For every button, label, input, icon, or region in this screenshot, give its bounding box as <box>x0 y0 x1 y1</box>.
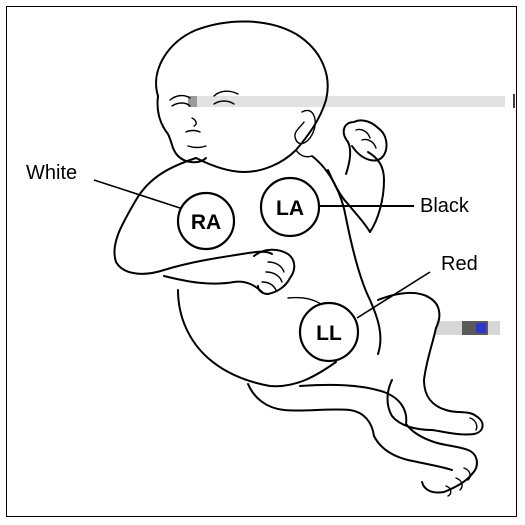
leader-line-white <box>94 180 180 208</box>
toe-upper <box>470 418 477 430</box>
wire-label-red: Red <box>441 253 478 275</box>
fist-finger-2 <box>362 139 376 148</box>
mouth <box>188 146 206 148</box>
electrode-ra-label: RA <box>191 211 221 234</box>
neck-fold <box>296 150 312 157</box>
hand-finger-2 <box>266 272 282 282</box>
hand-finger-1 <box>268 262 284 272</box>
left-eye <box>172 103 190 106</box>
scan-glitch-blue <box>476 323 486 333</box>
arm-upper <box>328 170 370 232</box>
scan-glitch-band-top <box>188 96 505 107</box>
electrode-ll-label: LL <box>316 322 342 345</box>
right-brow <box>214 91 238 96</box>
wire-label-white: White <box>26 162 77 184</box>
shin-upper <box>424 328 446 410</box>
shin-lower <box>374 436 452 470</box>
left-brow <box>170 96 190 100</box>
nose <box>192 118 196 126</box>
thigh-lower <box>248 384 374 436</box>
thigh-lower-top <box>300 385 406 424</box>
arm-inner <box>346 142 350 174</box>
fist-finger-1 <box>356 129 370 138</box>
hand-finger-3 <box>262 282 276 290</box>
arm-forearm <box>368 152 384 232</box>
wire-label-black: Black <box>420 195 470 217</box>
electrode-la-label: LA <box>276 197 304 220</box>
nose-base <box>186 131 200 133</box>
